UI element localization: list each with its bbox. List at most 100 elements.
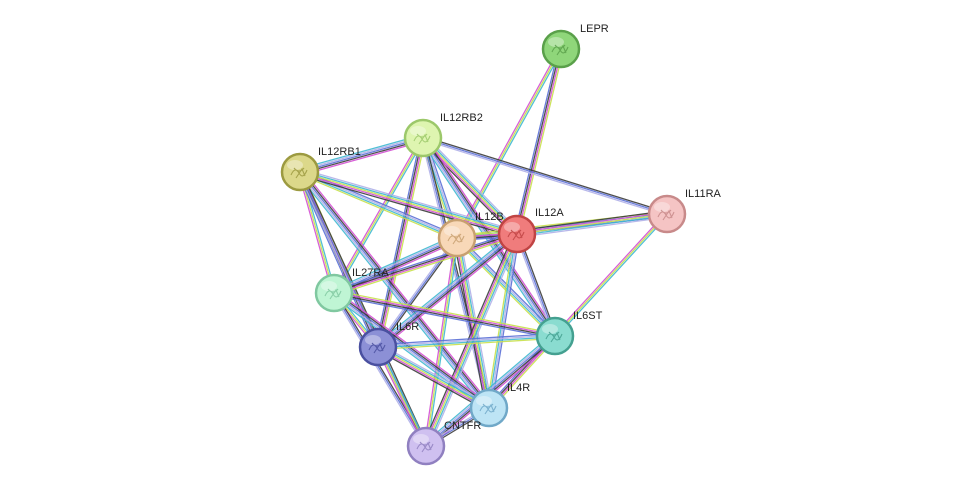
edge-il6r-il4r (376, 343, 491, 412)
node-lepr[interactable]: LEPR (541, 23, 609, 69)
edge-strand (422, 138, 667, 217)
edge-strand (378, 234, 519, 349)
edge-strand (298, 173, 457, 241)
edge-strand (297, 172, 334, 294)
edge-strand (423, 333, 554, 445)
node-il6st[interactable]: IL6ST (535, 310, 603, 356)
edge-strand (298, 134, 423, 170)
node-highlight (548, 37, 564, 47)
node-label: IL12B (475, 211, 504, 223)
edge-strand (422, 137, 490, 409)
node-il12rb2[interactable]: IL12RB2 (403, 112, 483, 158)
protein-structure-icon (413, 133, 431, 145)
edge-strand (489, 234, 519, 409)
edge-strand (518, 49, 564, 235)
edge-il6r-il6st (377, 332, 556, 351)
edge-il12a-il6r (375, 231, 520, 350)
node-highlight (365, 335, 381, 345)
node-label: IL11RA (685, 188, 722, 200)
edge-strand (333, 293, 555, 338)
edge-strand (334, 291, 491, 408)
edge-strand (332, 293, 426, 448)
node-cntfr[interactable]: CNTFR (406, 420, 481, 466)
edge-strand (333, 232, 517, 293)
edge-strand (379, 235, 520, 350)
edge-strand (376, 347, 489, 410)
edge-strand (378, 138, 425, 348)
node-il12b[interactable]: IL12B (437, 211, 504, 258)
edge-strand (455, 47, 561, 238)
node-highlight (542, 324, 558, 334)
edge-strand (377, 346, 490, 409)
protein-structure-icon (416, 441, 434, 453)
protein-structure-icon (657, 209, 675, 221)
edge-strand (516, 213, 668, 235)
node-il11ra[interactable]: IL11RA (647, 188, 722, 234)
edge-strand (517, 214, 668, 237)
edge-strand (422, 137, 518, 235)
edge-strand (299, 137, 424, 173)
edge-strand (555, 214, 669, 338)
edge-strand (379, 343, 491, 406)
node-il4r[interactable]: IL4R (469, 382, 530, 428)
edge-il12rb1-il12a (298, 168, 519, 238)
node-label: IL12RB1 (318, 146, 361, 158)
edge-il12rb2-il11ra (422, 135, 668, 217)
edge-strand (334, 235, 518, 296)
edge-strand (335, 289, 492, 406)
node-highlight (476, 396, 492, 406)
node-il12rb1[interactable]: IL12RB1 (280, 146, 361, 192)
edge-strand (456, 48, 562, 239)
node-highlight (321, 281, 337, 291)
edge-strand (334, 234, 518, 295)
node-highlight (654, 202, 670, 212)
protein-structure-icon (324, 288, 342, 300)
edge-il12rb2-il4r (420, 137, 492, 409)
edge-strand (300, 168, 519, 232)
edge-strand (378, 337, 556, 351)
edge-strand (420, 138, 489, 409)
edge-il11ra-il12a (516, 210, 668, 238)
node-label: IL6R (396, 321, 419, 333)
edge-strand (298, 174, 517, 238)
edge-strand (379, 138, 426, 348)
edge-strand (334, 138, 425, 295)
edge-strand (377, 233, 518, 348)
edge-strand (333, 292, 427, 447)
node-label: IL12RB2 (440, 112, 483, 124)
node-label: LEPR (580, 23, 609, 35)
edge-strand (378, 336, 556, 349)
edge-strand (299, 172, 517, 237)
edge-strand (423, 135, 668, 214)
edge-strand (423, 136, 519, 234)
edge-strand (376, 232, 517, 347)
edge-layer (296, 47, 669, 449)
edge-il12rb2-il12rb1 (298, 134, 425, 176)
protein-structure-icon (479, 403, 497, 415)
edge-strand (333, 294, 555, 339)
edge-strand (517, 49, 563, 235)
edge-strand (299, 172, 457, 240)
protein-structure-icon (290, 167, 308, 179)
edge-strand (457, 49, 563, 240)
edge-strand (490, 234, 521, 409)
edge-strand (298, 172, 489, 410)
node-il12a[interactable]: IL12A (497, 207, 564, 254)
edge-strand (424, 135, 520, 233)
edge-strand (485, 233, 516, 408)
edge-strand (516, 211, 667, 234)
edge-strand (300, 140, 425, 176)
edge-il12a-il27ra (333, 231, 518, 296)
edge-strand (377, 332, 555, 346)
node-il27ra[interactable]: IL27RA (314, 267, 389, 313)
edge-strand (333, 231, 517, 292)
edge-strand (300, 169, 518, 234)
edge-strand (300, 170, 491, 408)
edge-strand (300, 171, 429, 446)
node-il6r[interactable]: IL6R (358, 321, 419, 367)
protein-structure-icon (447, 233, 465, 245)
node-label: IL4R (507, 382, 530, 394)
edge-il27ra-il6st (333, 290, 556, 339)
edge-strand (454, 238, 489, 409)
